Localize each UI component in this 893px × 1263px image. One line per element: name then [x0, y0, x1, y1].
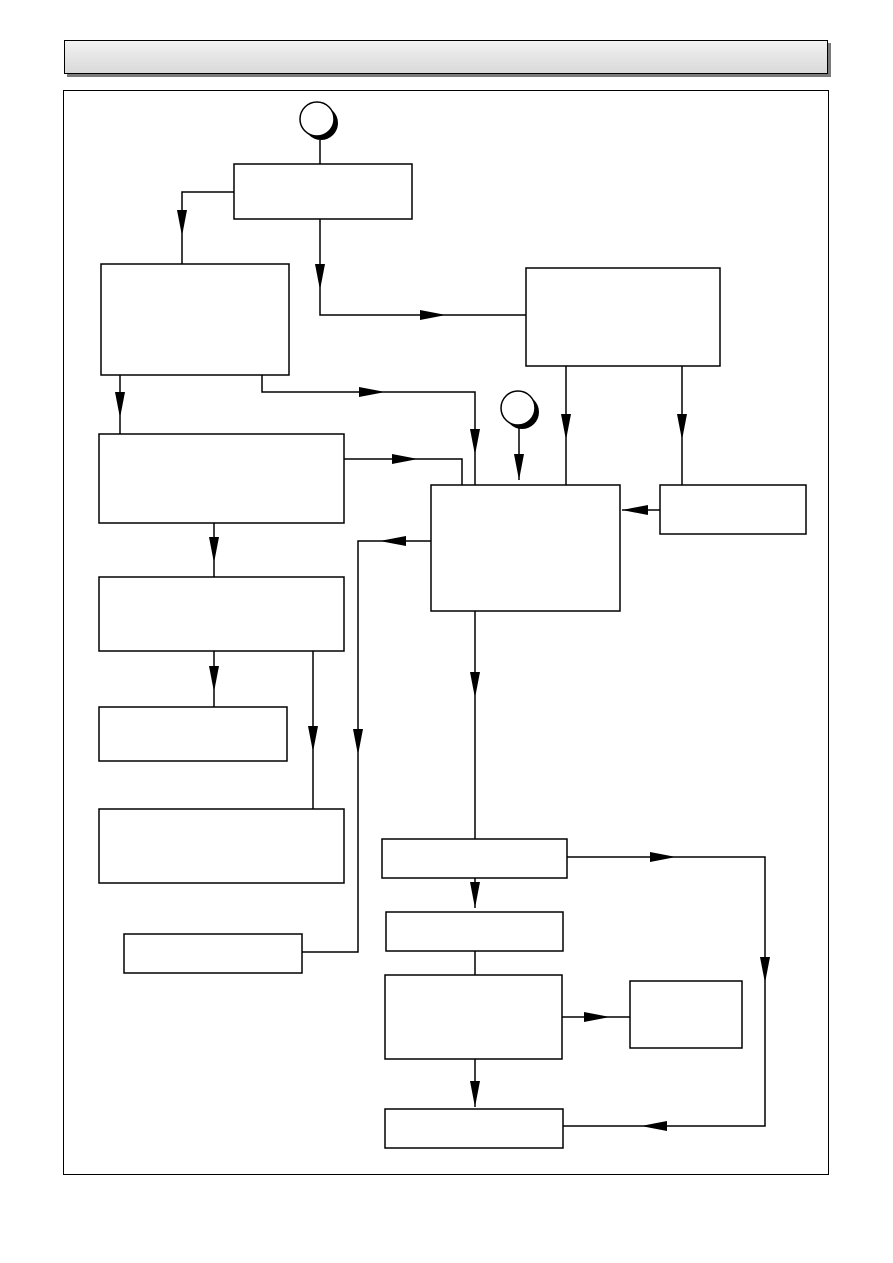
box-center: [430, 484, 621, 612]
line-bottom1-loop-c: [641, 983, 766, 1131]
connector-start: [299, 101, 338, 140]
line-bottom1-loop-b: [676, 856, 770, 983]
diagram-frame: [63, 90, 829, 1175]
box-left-5: [98, 808, 345, 884]
box-left-4: [98, 706, 288, 762]
box-bottom-side: [629, 980, 743, 1049]
box-bottom-3: [384, 974, 563, 1060]
title-bar: [64, 40, 828, 74]
box-top: [233, 163, 413, 220]
box-right-side: [659, 484, 807, 535]
box-left-2: [98, 433, 345, 524]
box-left-3: [98, 576, 345, 652]
box-left-1: [100, 263, 290, 376]
line-top-right1-b: [319, 290, 446, 320]
line-top-left1: [177, 191, 234, 236]
box-bottom-1: [381, 838, 568, 879]
line-left1-center: [261, 375, 385, 397]
box-right-1: [525, 267, 721, 367]
line-center-left6-b: [353, 540, 380, 755]
box-left-6: [123, 933, 303, 974]
line-left1-center-b: [385, 391, 480, 455]
line-center-left6-tail: [302, 755, 359, 953]
connector-entry: [500, 390, 539, 429]
box-bottom-2: [385, 911, 564, 952]
line-left2-center-tail: [418, 458, 463, 485]
box-bottom-4: [384, 1108, 564, 1149]
